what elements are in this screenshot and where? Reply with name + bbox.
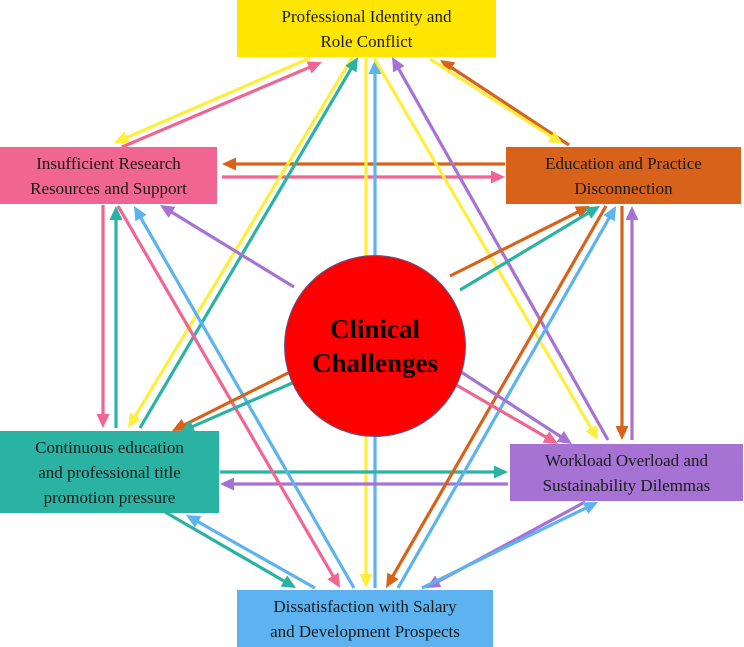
orange-arrow — [386, 205, 608, 588]
pink-arrow — [96, 205, 110, 428]
teal-arrow — [138, 57, 358, 429]
purple-arrow — [625, 206, 639, 440]
yellow-arrow — [114, 56, 311, 144]
pink-arrow — [222, 170, 505, 184]
orange-arrow — [615, 206, 629, 440]
teal-arrow — [459, 206, 600, 292]
pink-arrow — [116, 205, 340, 588]
node-continuous-education: Continuous education and professional ti… — [0, 431, 219, 513]
purple-arrow — [220, 477, 508, 491]
node-label: Dissatisfaction with Salary and Developm… — [270, 596, 460, 641]
purple-arrow — [392, 57, 610, 441]
yellow-arrow — [372, 57, 598, 440]
teal-arrow — [109, 206, 123, 428]
teal-arrow — [164, 510, 296, 588]
center-circle: Clinical Challenges — [284, 255, 466, 437]
teal-arrow — [180, 375, 307, 433]
purple-arrow — [454, 366, 572, 444]
orange-arrow — [172, 365, 301, 431]
orange-arrow — [222, 157, 505, 171]
node-label: Continuous education and professional ti… — [35, 437, 184, 507]
node-professional-identity: Professional Identity and Role Conflict — [237, 0, 496, 57]
node-salary-dissatisfaction: Dissatisfaction with Salary and Developm… — [237, 590, 493, 647]
orange-arrow — [449, 206, 590, 278]
purple-arrow — [160, 205, 295, 289]
blue-arrow — [186, 515, 316, 590]
node-label: Professional Identity and Role Conflict — [281, 6, 452, 51]
teal-arrow — [220, 465, 508, 479]
yellow-arrow — [128, 57, 354, 428]
blue-arrow — [421, 502, 598, 590]
pink-arrow — [121, 61, 322, 149]
blue-arrow — [396, 206, 616, 589]
yellow-arrow — [429, 57, 563, 144]
node-label: Education and Practice Disconnection — [545, 153, 702, 198]
orange-arrow — [440, 60, 570, 147]
pink-arrow — [445, 377, 558, 444]
node-education-practice: Education and Practice Disconnection — [506, 147, 741, 204]
node-label: Insufficient Research Resources and Supp… — [30, 153, 187, 198]
node-workload-overload: Workload Overload and Sustainability Dil… — [510, 444, 743, 501]
node-label: Workload Overload and Sustainability Dil… — [542, 450, 711, 495]
node-research-resources: Insufficient Research Resources and Supp… — [0, 147, 217, 204]
center-label: Clinical Challenges — [311, 314, 438, 378]
